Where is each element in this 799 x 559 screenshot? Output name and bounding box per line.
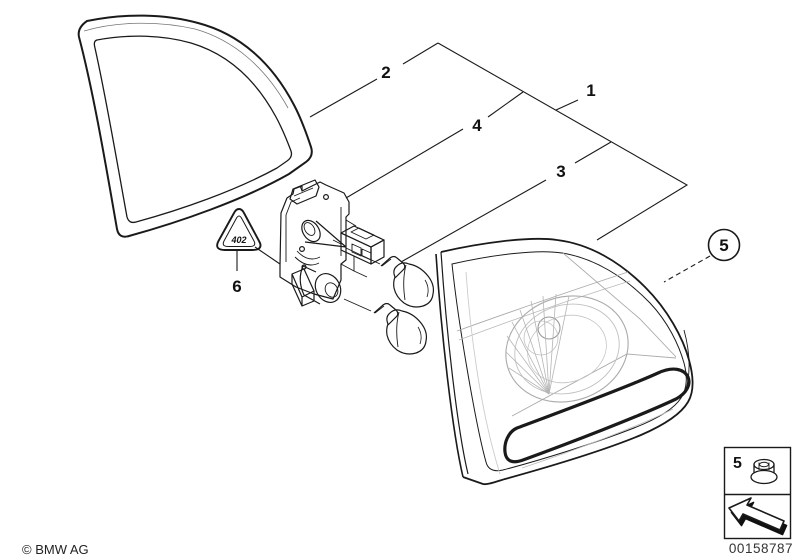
- bulbs-drawing: [343, 247, 435, 355]
- part-number-text: 00158787: [729, 541, 793, 556]
- callout-4[interactable]: 4: [472, 116, 482, 135]
- bulb-1: [380, 255, 435, 308]
- leader-4-stub: [487, 91, 524, 118]
- thumbnail-item-label[interactable]: 5: [733, 455, 742, 472]
- direction-arrow-icon[interactable]: [728, 497, 788, 536]
- callout-6[interactable]: 6: [232, 277, 241, 296]
- leader-3-to-bulbs: [400, 179, 547, 263]
- bulb-holder-drawing: [279, 179, 385, 307]
- tail-light-drawing: [435, 237, 694, 486]
- callout-5[interactable]: 5: [719, 236, 728, 255]
- leader-4-to-holder: [345, 128, 464, 199]
- circled-callout-5[interactable]: 5: [707, 228, 741, 262]
- callout-5-circle: [707, 228, 741, 262]
- leader-2-to-seal: [309, 78, 378, 118]
- callout-3[interactable]: 3: [556, 162, 565, 181]
- flange-nut-icon: [750, 458, 778, 485]
- warning-triangle[interactable]: 402: [216, 208, 262, 251]
- leader-1-stub: [555, 99, 579, 111]
- leader-5-dashed: [663, 255, 711, 283]
- seal-gasket-drawing: [77, 14, 313, 238]
- copyright-text: © BMW AG: [22, 542, 89, 557]
- bulb-axis-line-2: [343, 298, 372, 312]
- leader-lines: [236, 42, 711, 283]
- bulb-axis-line-1: [345, 247, 381, 265]
- callout-2[interactable]: 2: [381, 63, 390, 82]
- leader-6-to-holder: [254, 246, 281, 265]
- warning-code: 402: [230, 235, 246, 245]
- bulb-2: [373, 302, 428, 355]
- callout-1[interactable]: 1: [586, 81, 595, 100]
- thumbnail-box[interactable]: 5: [723, 446, 792, 540]
- leader-2-to-main: [402, 42, 439, 65]
- leader-main-line: [437, 42, 689, 241]
- leader-3-stub: [574, 141, 612, 164]
